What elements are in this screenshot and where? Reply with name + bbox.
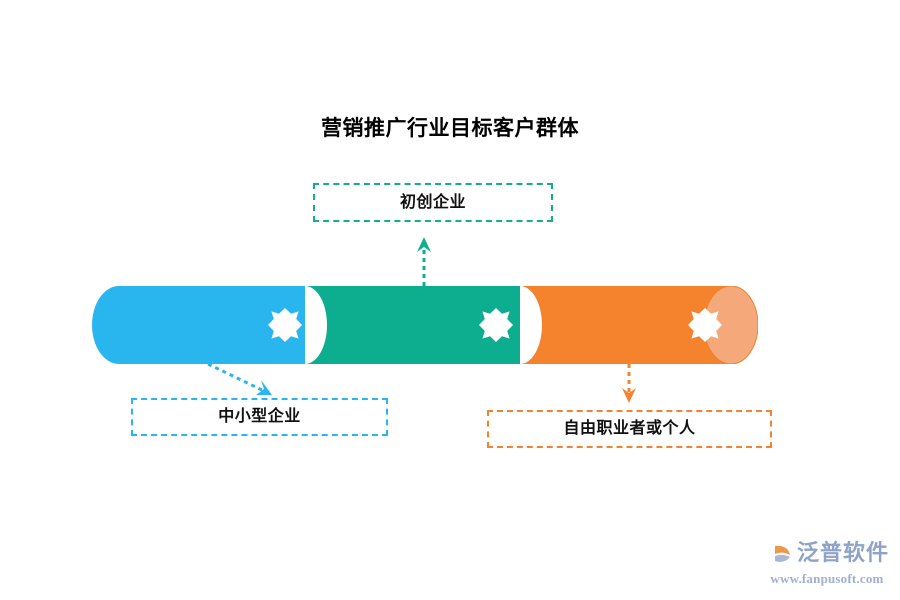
segmented-cylinder-chart [92, 286, 758, 364]
callout-label-sme: 中小型企业 [218, 408, 301, 425]
callout-label-freelance: 自由职业者或个人 [563, 420, 696, 437]
eight-point-star-icon [268, 308, 302, 342]
callout-box-sme[interactable]: 中小型企业 [131, 398, 388, 436]
connector-arrow-startup [417, 237, 431, 286]
watermark-url: www.fanpusoft.com [770, 571, 884, 586]
watermark-brand-name: 泛普软件 [797, 540, 890, 565]
connector-arrow-freelance [622, 364, 636, 403]
page-title: 营销推广行业目标客户群体 [321, 117, 579, 140]
cylinder-segment-sme[interactable] [92, 286, 305, 364]
cylinder-segment-freelance[interactable] [520, 286, 758, 364]
connector-arrow-sme [207, 362, 272, 395]
watermark-logo: 泛普软件 www.fanpusoft.com [762, 536, 892, 592]
callout-label-startup: 初创企业 [399, 193, 466, 211]
cylinder-segment-startup[interactable] [305, 286, 520, 364]
fanpu-logo-icon [765, 539, 790, 567]
callout-box-freelance[interactable]: 自由职业者或个人 [487, 410, 772, 448]
callout-box-startup[interactable]: 初创企业 [313, 183, 553, 222]
eight-point-star-icon [479, 308, 513, 342]
eight-point-star-icon [688, 308, 722, 342]
